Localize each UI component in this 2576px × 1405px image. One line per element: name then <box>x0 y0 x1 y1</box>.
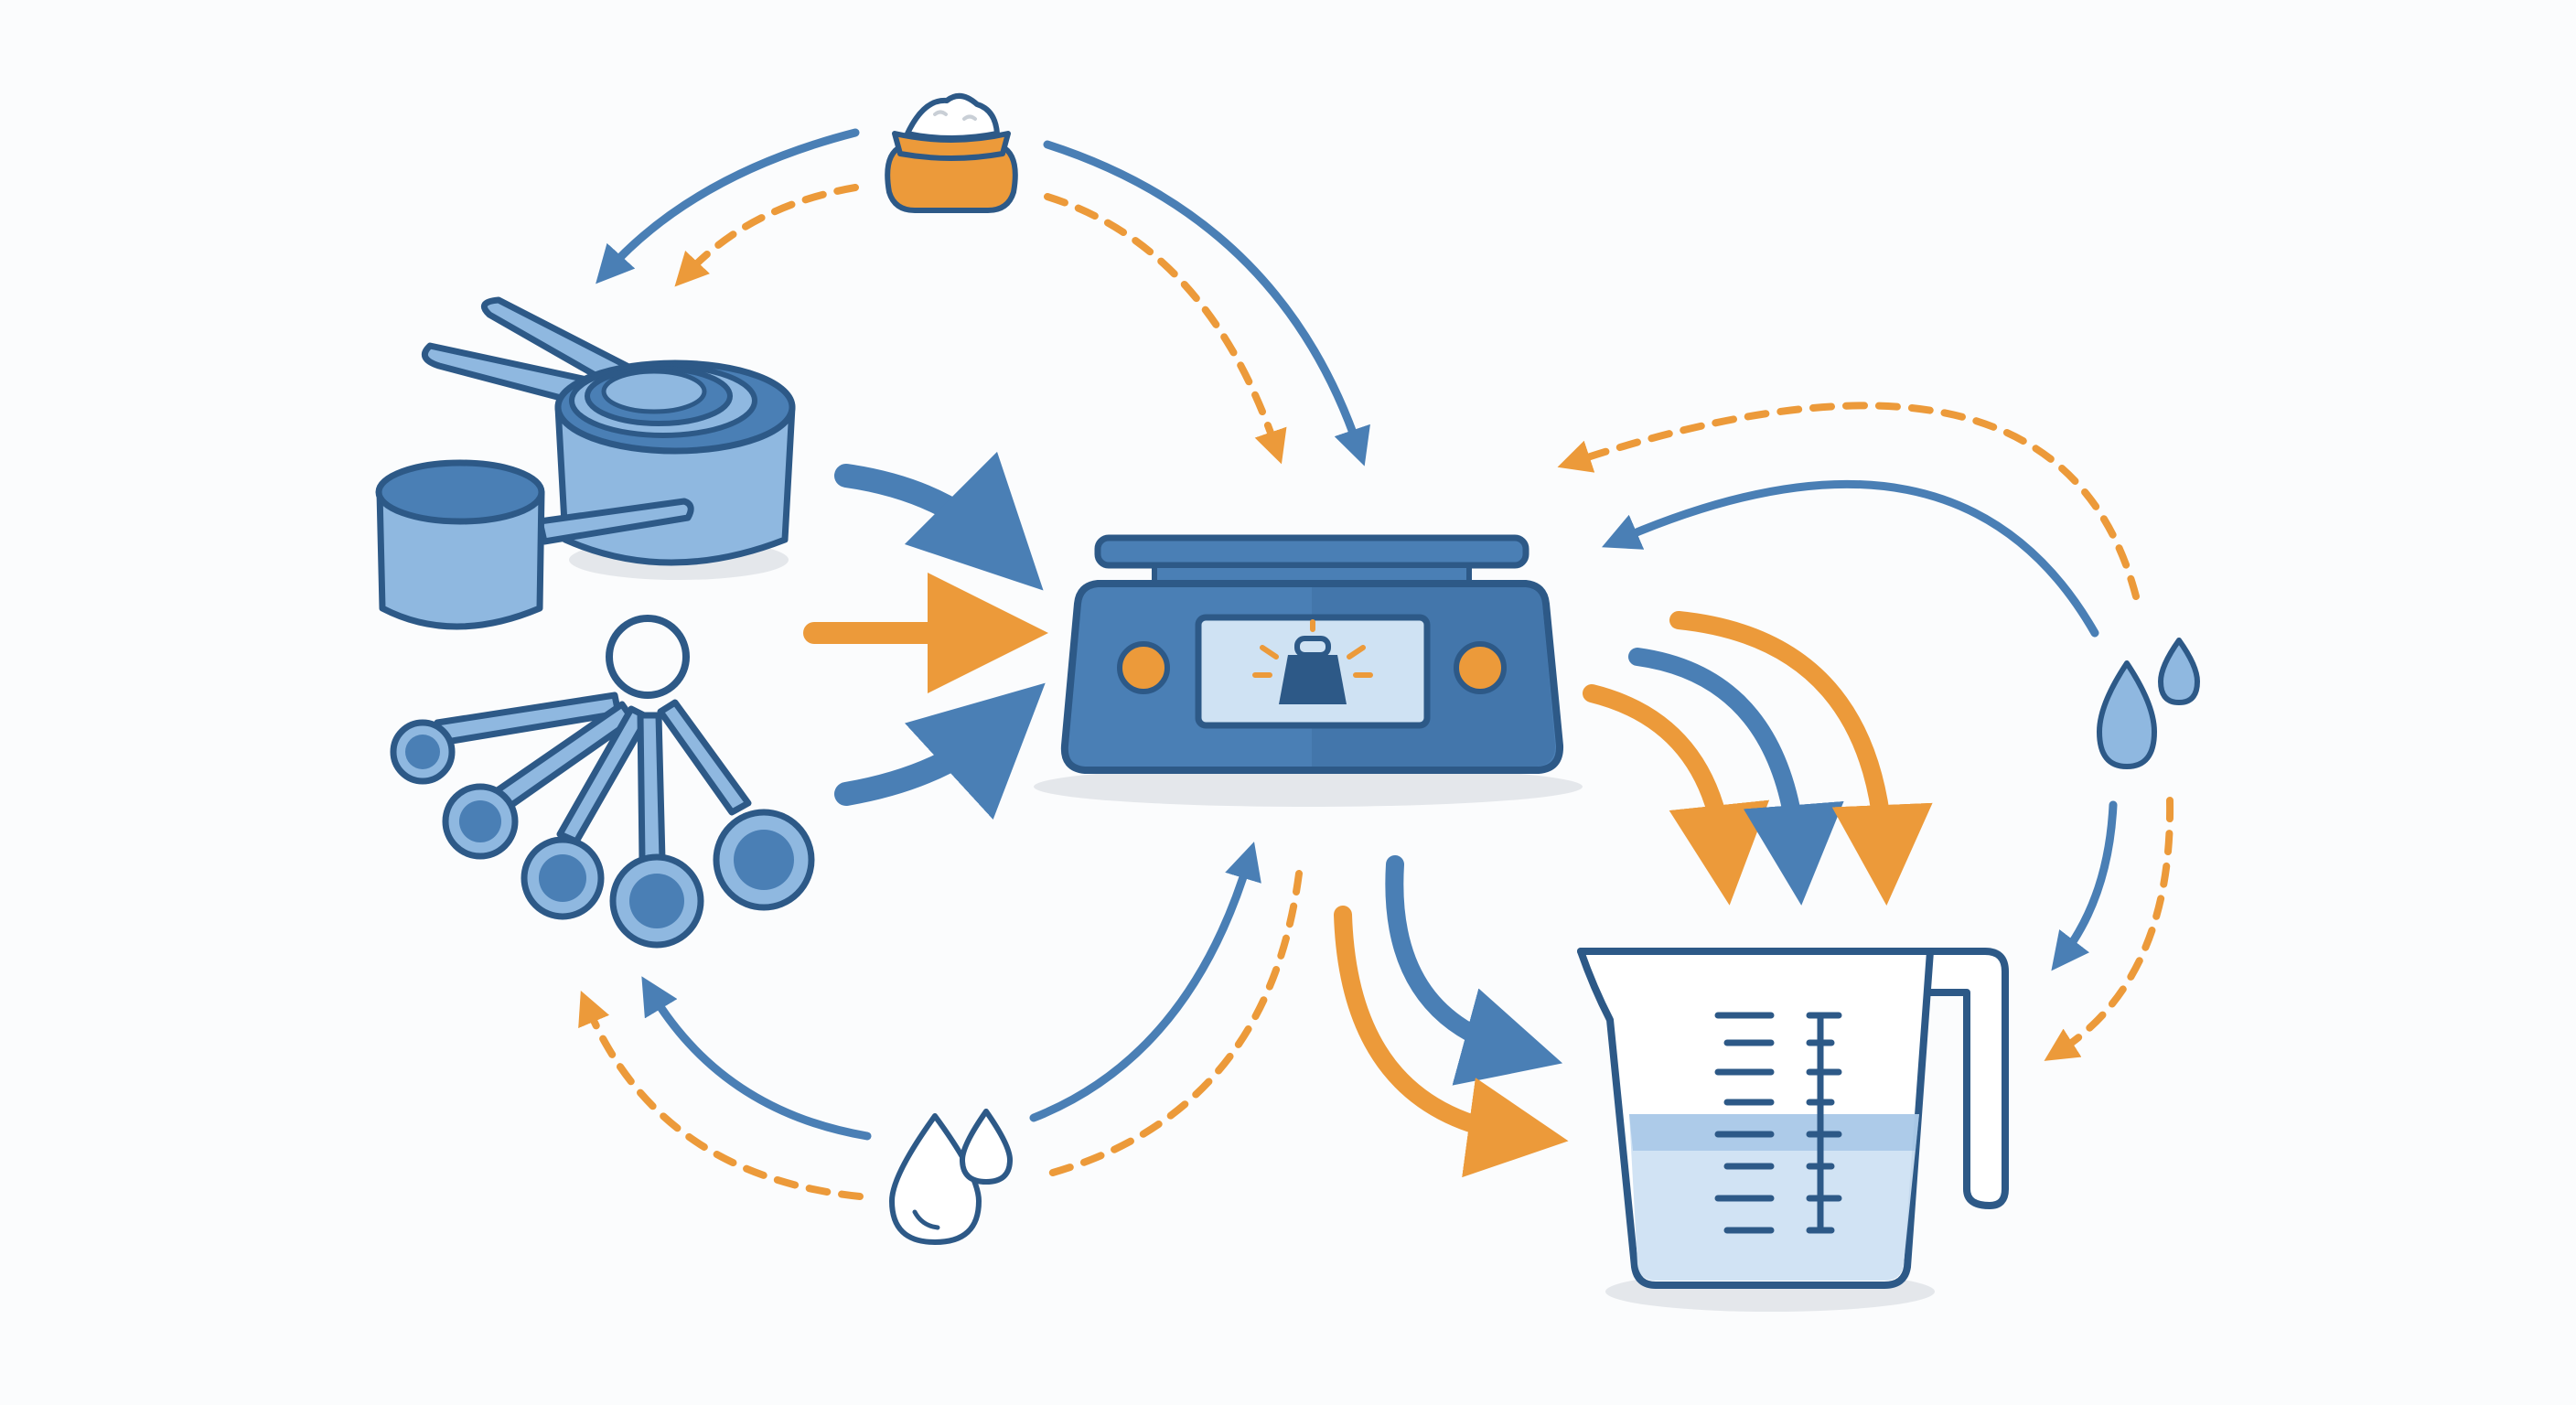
jug-scale-markings <box>1714 1012 1842 1234</box>
arrow-drops-to-scale-bottom <box>1029 842 1261 1122</box>
arrows-group <box>578 128 2174 1200</box>
measuring-spoons-icon <box>390 615 815 949</box>
arrow-drops-to-jug-dashed <box>2044 797 2174 1061</box>
arrow-cups-to-scale <box>834 451 1044 591</box>
water-drops-icon <box>889 638 2200 1245</box>
arrow-scale-to-drops-dashed <box>1039 870 1303 1179</box>
measuring-cups-icon <box>375 296 796 630</box>
arrow-drops-to-jug <box>2051 800 2118 971</box>
arrow-scale-to-jug-5 <box>1334 906 1569 1178</box>
arrow-drops-to-scale-dashed <box>1557 402 2140 600</box>
arrow-flour-to-scale <box>1043 140 1370 467</box>
arrow-flour-to-cups-dashed <box>674 184 859 287</box>
arrow-scale-to-jug-1 <box>1583 684 1770 906</box>
arrow-flour-to-scale-dashed <box>1044 193 1287 465</box>
arrow-scale-to-jug-4 <box>1385 855 1563 1086</box>
measuring-jug-icon <box>1577 948 2009 1312</box>
kitchen-scale-icon <box>1034 534 1583 807</box>
arrow-drops-to-spoons-dashed <box>578 991 864 1200</box>
arrow-drops-to-scale <box>1601 479 2099 638</box>
flour-sack-icon <box>885 92 1018 213</box>
arrow-drops-to-spoons <box>641 976 872 1141</box>
arrow-scale-to-jug-3 <box>1669 611 1933 906</box>
arrow-scale-to-jug-2 <box>1628 648 1844 906</box>
weight-icon <box>1252 619 1373 704</box>
arrow-spoons-to-scale <box>834 682 1046 820</box>
arrow-flour-to-cups <box>596 128 860 284</box>
